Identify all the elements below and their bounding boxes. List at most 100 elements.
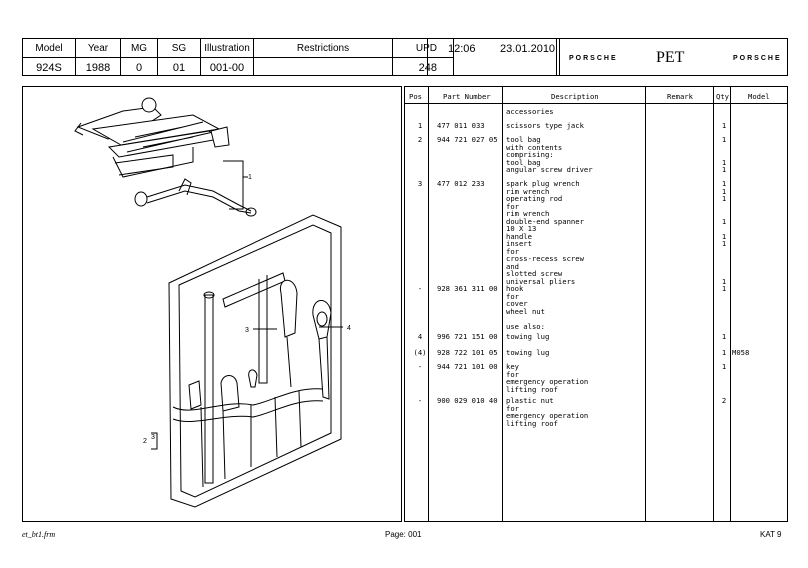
sg-cell: SG 01 (158, 39, 201, 75)
callout-3b: 3 (151, 434, 155, 441)
cell-description: emergency operation (506, 411, 589, 420)
header-rule (405, 103, 787, 104)
cell-description: tool bag (506, 135, 541, 144)
datetime-cell (427, 39, 557, 75)
cell-description: towing lug (506, 332, 550, 341)
cell-description: accessories (506, 107, 554, 116)
upd-label: UPD (415, 43, 437, 54)
callout-1: 1 (248, 174, 252, 181)
pet-title: PET (656, 49, 685, 66)
cell-description: emergency operation (506, 377, 589, 386)
cell-description: for (506, 403, 519, 413)
cell-pos: 4 (417, 332, 423, 341)
footer-kat: KAT 9 (760, 530, 782, 539)
sg-value: 01 (172, 62, 186, 74)
cell-qty: 1 (721, 179, 727, 188)
th-model: Model (748, 92, 770, 101)
cell-description: rim wrench (506, 186, 550, 196)
cell-description: 10 X 13 (506, 224, 537, 233)
cell-description: tool bag (506, 157, 541, 167)
cell-description: hook (506, 284, 524, 293)
footer-page: Page: 001 (385, 530, 422, 539)
year-value: 1988 (85, 62, 111, 74)
cell-part-number: 477 011 033 (437, 121, 485, 130)
cell-part-number: 944 721 101 00 (437, 362, 498, 371)
callout-3a: 3 (245, 327, 249, 334)
model-label: Model (35, 43, 63, 54)
time-value: 12:06 (448, 43, 476, 55)
cell-description: rim wrench (506, 209, 550, 218)
restrictions-cell: Restrictions (254, 39, 393, 75)
cell-part-number: 900 029 010 40 (437, 396, 498, 405)
cell-qty: 2 (721, 396, 727, 405)
cell-description: spark plug wrench (506, 179, 580, 188)
cell-description: comprising: (506, 150, 554, 159)
cell-pos: 1 (417, 121, 423, 130)
cell-description: slotted screw (506, 269, 563, 278)
exploded-diagram: 1 3 4 2 3 (74, 97, 351, 508)
parts-table: Pos Part Number Description Remark Qty M… (404, 86, 788, 522)
cell-qty: 1 (721, 362, 727, 371)
cell-part-number: 944 721 027 05 (437, 135, 498, 144)
cell-qty: 1 (721, 239, 727, 248)
year-label: Year (87, 43, 109, 54)
th-description: Description (551, 92, 599, 101)
footer-file: et_bt1.frm (22, 530, 56, 539)
col-divider (713, 87, 714, 521)
cell-description: for (506, 246, 519, 256)
col-divider (428, 87, 429, 521)
cell-description: cross-recess screw (506, 254, 584, 263)
cell-qty: 1 (721, 348, 727, 357)
cell-qty: 1 (721, 194, 727, 203)
th-qty: Qty (716, 92, 729, 101)
cell-part-number: 996 721 151 00 (437, 332, 498, 341)
cell-description: for (506, 201, 519, 211)
cell-pos: - (417, 396, 423, 405)
header-divider (23, 57, 453, 58)
cell-part-number: 477 012 233 (437, 179, 485, 188)
cell-description: towing lug (506, 348, 550, 357)
cell-pos: - (417, 362, 423, 371)
porsche-logo-left: PORSCHE (569, 55, 618, 62)
callout-4: 4 (347, 325, 351, 332)
cell-qty: 1 (721, 231, 727, 241)
sg-label: SG (171, 43, 187, 54)
cell-qty: 1 (721, 165, 727, 174)
cell-qty: 1 (721, 216, 727, 226)
cell-description: for (506, 291, 519, 301)
mg-value: 0 (135, 62, 143, 74)
cell-description: lifting roof (506, 384, 558, 394)
cell-description: with contents (506, 142, 563, 152)
cell-part-number: 928 722 101 05 (437, 348, 498, 357)
cell-description: key (506, 362, 519, 371)
col-divider (730, 87, 731, 521)
brand-cell (559, 39, 788, 75)
cell-pos: 2 (417, 135, 423, 144)
col-divider (645, 87, 646, 521)
th-part-number: Part Number (443, 92, 491, 101)
porsche-logo-right: PORSCHE (733, 55, 782, 62)
cell-description: double-end spanner (506, 216, 584, 226)
cell-qty: 1 (721, 135, 727, 144)
cell-qty: 1 (721, 276, 727, 286)
th-remark: Remark (667, 92, 693, 101)
cell-qty: 1 (721, 157, 727, 167)
date-value: 23.01.2010 (500, 43, 556, 55)
cell-qty: 1 (721, 186, 727, 196)
model-cell: Model 924S (23, 39, 76, 75)
col-divider (502, 87, 503, 521)
cell-pos: - (417, 284, 423, 293)
year-cell: Year 1988 (76, 39, 121, 75)
cell-description: angular screw driver (506, 165, 593, 174)
cell-qty: 1 (721, 284, 727, 293)
illustration-value: 001-00 (209, 62, 245, 74)
cell-description: wheel nut (506, 306, 545, 316)
model-value: 924S (36, 62, 62, 74)
cell-description: plastic nut (506, 396, 554, 405)
cell-description: use also: (506, 321, 545, 331)
callout-2: 2 (143, 438, 147, 445)
cell-pos: 3 (417, 179, 423, 188)
cell-description: for (506, 369, 519, 379)
